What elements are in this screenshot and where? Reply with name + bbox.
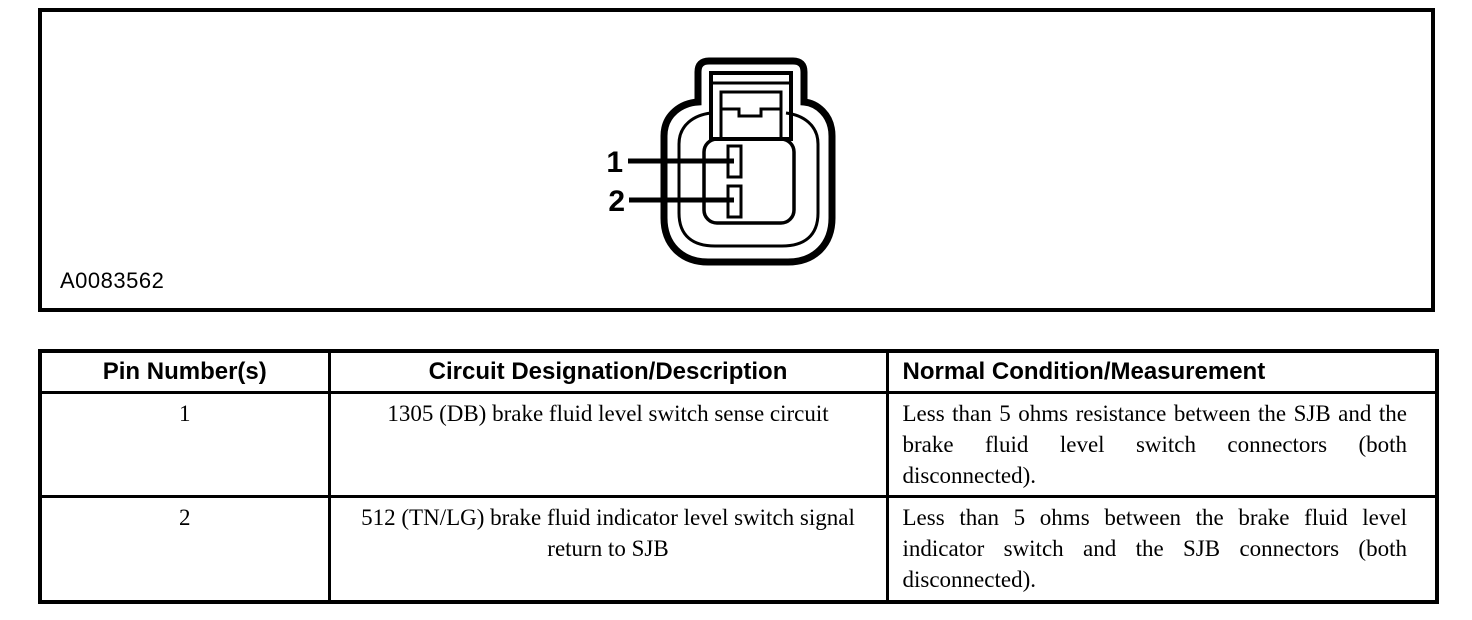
header-pin-numbers: Pin Number(s) xyxy=(38,349,331,394)
connector-cavity xyxy=(702,137,796,225)
connector-figure: 1 2 A0083562 xyxy=(38,8,1435,312)
pin-number-cell: 1 xyxy=(38,390,331,498)
normal-condition-cell: Less than 5 ohms resistance between the … xyxy=(885,390,1439,498)
pinout-table: Pin Number(s) Circuit Designation/Descri… xyxy=(38,349,1439,604)
connector-seal-ring xyxy=(677,111,820,248)
header-circuit-designation: Circuit Designation/Description xyxy=(327,349,889,394)
latch-notch xyxy=(721,107,781,118)
pin-number-cell: 2 xyxy=(38,494,331,604)
table-header-row: Pin Number(s) Circuit Designation/Descri… xyxy=(38,349,1439,394)
pin-2-callout-label: 2 xyxy=(608,185,625,218)
normal-condition-cell: Less than 5 ohms between the brake fluid… xyxy=(885,494,1439,604)
header-normal-condition: Normal Condition/Measurement xyxy=(885,349,1439,394)
latch-inner xyxy=(719,90,783,141)
figure-id-label: A0083562 xyxy=(60,268,165,293)
pin-1-callout-label: 1 xyxy=(606,146,623,179)
table-row: 1 1305 (DB) brake fluid level switch sen… xyxy=(38,390,1439,498)
connector-outline xyxy=(660,57,836,266)
connector-diagram: 1 2 xyxy=(606,57,836,266)
table-row: 2 512 (TN/LG) brake fluid indicator leve… xyxy=(38,494,1439,604)
circuit-description-cell: 512 (TN/LG) brake fluid indicator level … xyxy=(327,494,889,604)
circuit-description-cell: 1305 (DB) brake fluid level switch sense… xyxy=(327,390,889,498)
